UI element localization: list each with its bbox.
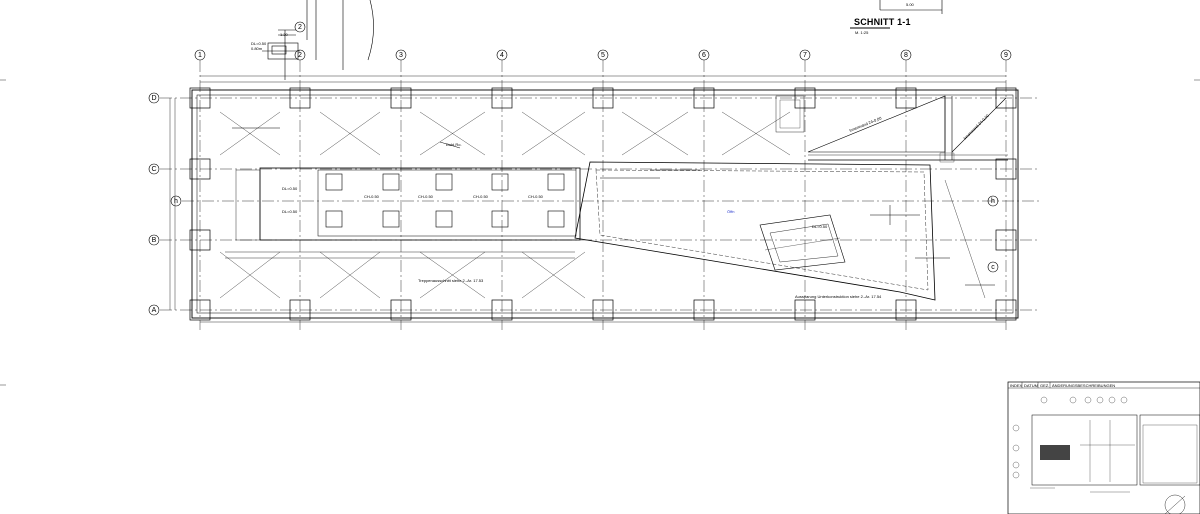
grid-label-h: h bbox=[174, 198, 178, 205]
treppe-note: Treppenausschnitt siehe 2.-Ar. 17.53 bbox=[418, 278, 484, 283]
axis-bubbles-top bbox=[194, 21, 1012, 330]
tag-1: DL=0.50 bbox=[282, 186, 298, 191]
callout-top-left-2: 0.80m bbox=[251, 46, 263, 51]
grid-label-3: 3 bbox=[399, 52, 403, 59]
label-1: CH-0.50 bbox=[364, 194, 380, 199]
blue-mark: Öffn bbox=[727, 209, 735, 214]
columns bbox=[189, 87, 1017, 321]
span-diagonals bbox=[219, 111, 986, 299]
dim-top-right: 5.00 bbox=[906, 2, 915, 7]
grid-label-6: 6 bbox=[702, 52, 706, 59]
openings bbox=[325, 173, 565, 228]
titleblock-index: INDEX bbox=[1010, 383, 1023, 388]
tag-2: DL=0.50 bbox=[282, 209, 298, 214]
grid-label-B: B bbox=[152, 237, 157, 244]
grid-label-C: C bbox=[151, 166, 156, 173]
diag-note-1: Innenwand 24-0,00 bbox=[849, 115, 883, 133]
titleblock-changes: ÄNDERUNGSBESCHREIBUNGEN bbox=[1052, 383, 1116, 388]
label-4: CH-0.50 bbox=[528, 194, 544, 199]
grid-label-8: 8 bbox=[904, 52, 908, 59]
grid-label-4: 4 bbox=[500, 52, 504, 59]
grid-label-2: 2 bbox=[298, 52, 302, 59]
mid-note: Dubl.Ro. bbox=[446, 142, 462, 147]
callout-top-left: DL=0.50 bbox=[251, 41, 267, 46]
grid-label-2-top: 2 bbox=[298, 24, 302, 31]
grid-label-1: 1 bbox=[198, 52, 202, 59]
tag-3: DL=0.50 bbox=[812, 224, 828, 229]
label-2: CH-0.50 bbox=[418, 194, 434, 199]
grid-label-5: 5 bbox=[601, 52, 605, 59]
label-3: CH-0.50 bbox=[473, 194, 489, 199]
grid-label-c-right: c bbox=[991, 264, 995, 271]
section-title: SCHNITT 1-1 bbox=[854, 17, 911, 27]
titleblock-date: DATUM bbox=[1024, 383, 1038, 388]
opening-note: Aussparung Unterkonstruktion siehe 2.-Ar… bbox=[795, 294, 882, 299]
section-scale: M. 1:25 bbox=[855, 30, 869, 35]
titleblock-drawn: GEZ. bbox=[1040, 383, 1050, 388]
grid-label-A: A bbox=[152, 307, 157, 314]
dim-top-left: 1.20 bbox=[280, 32, 289, 37]
grid-label-D: D bbox=[151, 95, 156, 102]
grid-label-9: 9 bbox=[1004, 52, 1008, 59]
grid-label-7: 7 bbox=[803, 52, 807, 59]
diag-note-2: Innenwand 24-0,00 bbox=[962, 112, 990, 140]
axis-bubbles-left bbox=[148, 92, 1040, 316]
grid-label-h-right: h bbox=[991, 198, 995, 205]
